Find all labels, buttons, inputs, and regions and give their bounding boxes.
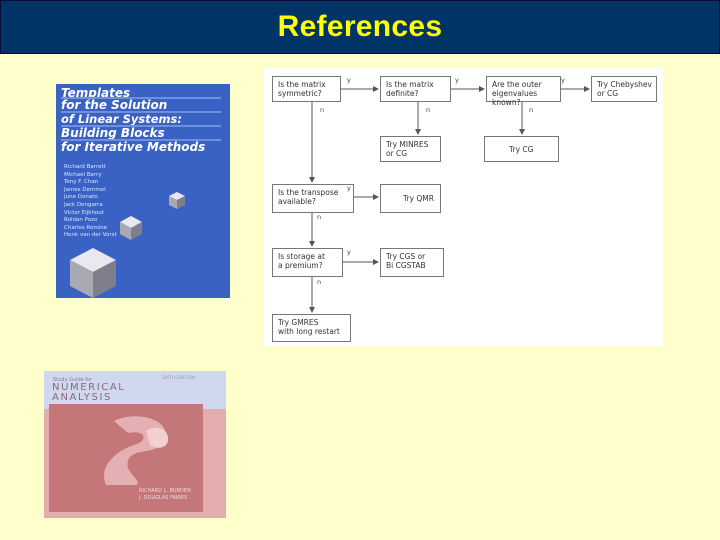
cg-result-box: Try CG bbox=[484, 136, 559, 162]
book1-title-line-2: for the Solution bbox=[61, 98, 168, 112]
book1-authors: Richard Barrett Michael Berry Tony F. Ch… bbox=[64, 164, 117, 240]
book2-top-band bbox=[44, 371, 226, 409]
no-label: n bbox=[529, 106, 534, 114]
slide-title: References bbox=[277, 10, 443, 43]
yes-label: y bbox=[455, 76, 459, 84]
no-label: n bbox=[320, 106, 325, 114]
box-text: Try MINRES bbox=[386, 140, 429, 149]
book1-author: June Donato bbox=[64, 194, 98, 201]
book1-author: James Demmel bbox=[64, 186, 106, 193]
box-text: symmetric? bbox=[278, 89, 322, 98]
eigenvalues-decision-box: Are the outer eigenvalues known? bbox=[486, 76, 561, 107]
gmres-result-box: Try GMRES with long restart bbox=[272, 314, 351, 342]
book1-author: Roldan Pozo bbox=[64, 217, 98, 224]
book1-author: Charles Romine bbox=[64, 224, 108, 231]
chebyshev-result-box: Try Chebyshev or CG bbox=[591, 76, 657, 102]
large-cube-icon bbox=[70, 248, 116, 298]
box-text: Bi CGSTAB bbox=[386, 261, 426, 270]
no-label: n bbox=[317, 213, 322, 221]
box-text: eigenvalues known? bbox=[492, 89, 538, 107]
book1-author: Henk van der Vorst bbox=[64, 232, 117, 239]
book2-title: NUMERICAL ANALYSIS bbox=[52, 383, 125, 403]
box-text: with long restart bbox=[278, 327, 340, 336]
symmetric-decision-box: Is the matrix symmetric? bbox=[272, 76, 341, 102]
box-text: Is the matrix bbox=[386, 80, 434, 89]
box-text: Try QMR bbox=[403, 194, 434, 203]
book1-author: Tony F. Chan bbox=[64, 179, 99, 186]
no-label: n bbox=[426, 106, 431, 114]
box-text: Try GMRES bbox=[278, 318, 319, 327]
book1-divider bbox=[61, 97, 221, 99]
box-text: Is the transpose bbox=[278, 188, 339, 197]
flowchart-connectors bbox=[309, 86, 590, 313]
box-text: or CG bbox=[597, 89, 619, 98]
box-text: Try CGS or bbox=[386, 252, 426, 261]
transpose-decision-box: Is the transpose available? bbox=[272, 184, 354, 213]
box-text: Is the matrix bbox=[278, 80, 326, 89]
book1-divider bbox=[61, 125, 221, 127]
title-bar: References bbox=[0, 0, 720, 54]
box-text: Is storage at bbox=[278, 252, 325, 261]
box-text: a premium? bbox=[278, 261, 323, 270]
solver-flowchart: Is the matrix symmetric? Is the matrix d… bbox=[264, 68, 663, 346]
book1-title-line-4: Building Blocks bbox=[61, 126, 165, 140]
book1-author: Victor Eijkhout bbox=[64, 209, 104, 216]
book1-title-line-5: for Iterative Methods bbox=[61, 140, 206, 154]
medium-cube-icon bbox=[120, 216, 142, 240]
book2-title-line: NUMERICAL bbox=[52, 382, 126, 393]
small-cube-icon bbox=[169, 192, 185, 209]
book1-divider bbox=[61, 111, 221, 113]
qmr-result-box: Try QMR bbox=[380, 184, 441, 213]
box-text: Try Chebyshev bbox=[597, 80, 652, 89]
yes-label: y bbox=[347, 248, 351, 256]
book2-series: Study Guide for bbox=[53, 377, 93, 383]
book2-author: J. DOUGLAS FAIRES bbox=[139, 495, 188, 501]
yes-label: y bbox=[347, 184, 351, 192]
box-text: available? bbox=[278, 197, 316, 206]
book2-edition: SIXTH EDITION bbox=[162, 376, 196, 381]
minres-result-box: Try MINRES or CG bbox=[380, 136, 441, 162]
box-text: Try CG bbox=[509, 145, 534, 154]
book2-authors: RICHARD L. BURDEN J. DOUGLAS FAIRES bbox=[139, 488, 191, 502]
book1-author: Richard Barrett bbox=[64, 164, 106, 170]
book2-author: RICHARD L. BURDEN bbox=[139, 488, 191, 494]
box-text: or CG bbox=[386, 149, 408, 158]
book1-title-line-1: Templates bbox=[61, 86, 131, 100]
yes-label: y bbox=[347, 76, 351, 84]
book1-divider bbox=[61, 139, 221, 141]
book1-author: Michael Berry bbox=[64, 171, 102, 178]
box-text: Are the outer bbox=[492, 80, 542, 89]
yes-label: y bbox=[561, 76, 565, 84]
templates-book-cover: Templates for the Solution of Linear Sys… bbox=[56, 84, 230, 298]
storage-decision-box: Is storage at a premium? bbox=[272, 248, 343, 277]
book1-author: Jack Dongarra bbox=[64, 201, 103, 208]
box-text: definite? bbox=[386, 89, 419, 98]
book1-title-line-3: of Linear Systems: bbox=[61, 112, 182, 126]
book2-title-line: ANALYSIS bbox=[52, 392, 112, 403]
definite-decision-box: Is the matrix definite? bbox=[380, 76, 451, 102]
numerical-analysis-book-cover: Study Guide for NUMERICAL ANALYSIS SIXTH… bbox=[44, 371, 226, 518]
cgs-result-box: Try CGS or Bi CGSTAB bbox=[380, 248, 444, 277]
no-label: n bbox=[317, 278, 322, 286]
book2-cover-art bbox=[104, 416, 169, 485]
